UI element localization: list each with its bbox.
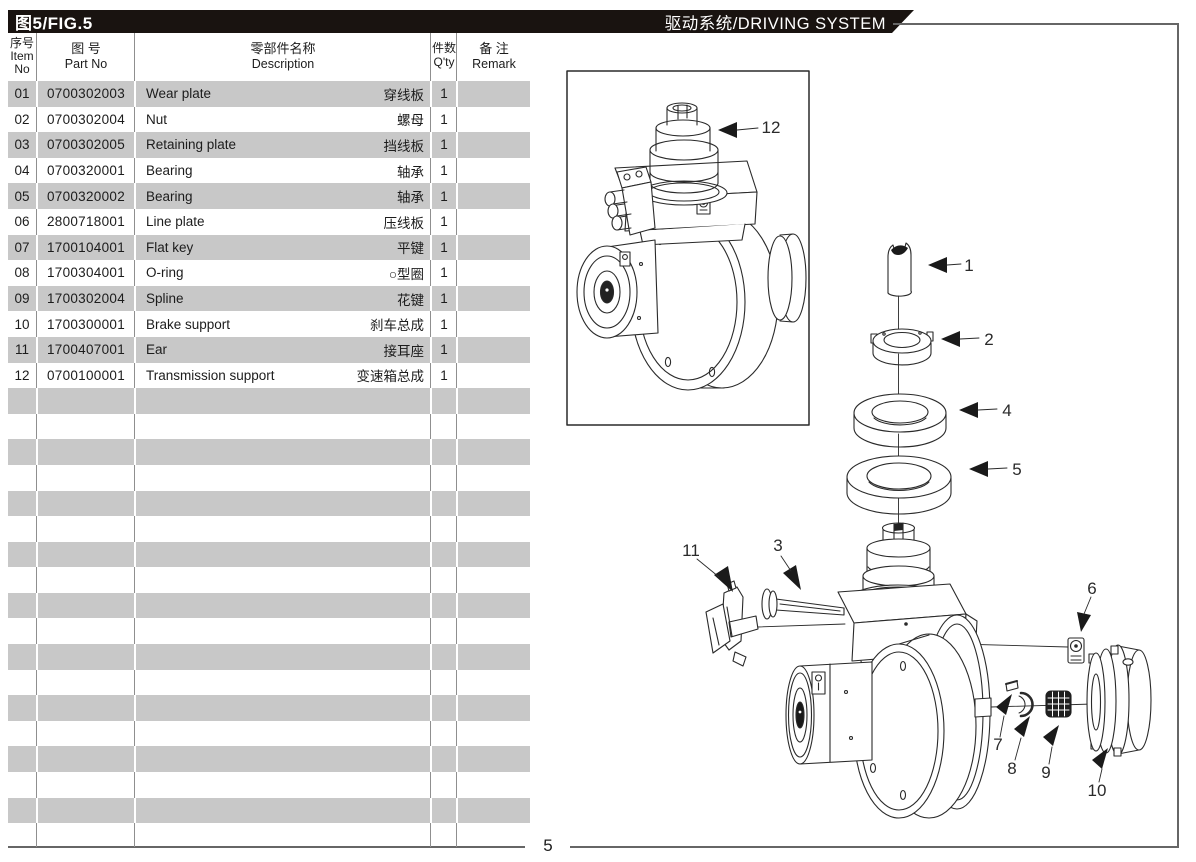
callout-label: 2 [984, 330, 993, 349]
callout-label: 8 [1007, 759, 1016, 778]
arrow-9-icon [1043, 725, 1059, 746]
part-1-drawing [887, 242, 912, 297]
callout-label: 12 [762, 118, 781, 137]
header-remark: 备 注 Remark [472, 41, 516, 71]
page-number: 5 [543, 836, 553, 855]
arrow-2-icon [941, 331, 960, 347]
arrow-5-icon [969, 461, 988, 477]
arrow-12-icon [718, 122, 737, 138]
empty-row [8, 490, 530, 517]
callout-label: 5 [1012, 460, 1021, 479]
callout-label: 11 [682, 541, 700, 560]
frame-rule-bottom-right [570, 846, 1179, 848]
empty-row [8, 772, 530, 798]
header-qty: 件数 Q'ty [431, 41, 456, 69]
part-7-drawing [1005, 680, 1019, 692]
part-12-body-drawing [785, 522, 992, 819]
part-9-drawing [1045, 690, 1072, 718]
exploded-view-drawing [705, 242, 1152, 819]
arrow-7-icon [996, 694, 1012, 715]
frame-rule-bottom-left [8, 846, 525, 848]
empty-row [8, 414, 530, 440]
callout-label: 9 [1041, 763, 1050, 782]
empty-row [8, 541, 530, 568]
part-5-drawing [846, 455, 952, 515]
arrow-6-icon [1077, 612, 1091, 632]
empty-row [8, 592, 530, 619]
empty-row [8, 695, 530, 721]
empty-row [8, 644, 530, 670]
title-banner: 图5/FIG.5 驱动系统/DRIVING SYSTEM [8, 10, 914, 33]
frame-rule-top [893, 23, 1179, 25]
arrow-11-icon [714, 566, 733, 592]
figure-title: 图5/FIG.5 [15, 14, 93, 33]
empty-row [8, 746, 530, 773]
empty-row [8, 670, 530, 696]
callout-labels: 1 2 3 4 5 6 7 8 9 10 11 12 [682, 118, 1106, 800]
empty-row [8, 618, 530, 644]
arrow-4-icon [959, 402, 978, 418]
part-11-drawing [705, 580, 759, 667]
part-10-drawing [1086, 644, 1152, 757]
callout-label: 6 [1087, 579, 1096, 598]
empty-row [8, 516, 530, 542]
callouts: 1 2 3 4 5 6 7 8 9 10 11 12 [682, 118, 1108, 800]
inset-box [566, 70, 810, 426]
part-8-drawing [1018, 691, 1034, 718]
empty-row [8, 797, 530, 824]
part-4-drawing [853, 393, 947, 448]
callout-label: 10 [1088, 781, 1107, 800]
callout-label: 3 [773, 536, 782, 555]
part-3-drawing [761, 588, 845, 620]
empty-row [8, 567, 530, 593]
frame-rule-right [1177, 23, 1179, 848]
arrow-8-icon [1014, 716, 1030, 737]
part-6-drawing [1067, 637, 1085, 664]
empty-row [8, 439, 530, 465]
arrow-icons [714, 122, 1108, 769]
empty-row [8, 465, 530, 491]
arrow-3-icon [783, 565, 801, 590]
arrow-10-icon [1092, 748, 1108, 769]
header-part-no: 图 号 Part No [64, 41, 108, 71]
arrow-1-icon [928, 257, 947, 273]
callout-label: 4 [1002, 401, 1011, 420]
callout-label: 7 [993, 735, 1002, 754]
system-title: 驱动系统/DRIVING SYSTEM [664, 14, 886, 33]
header-description: 零部件名称 Description [250, 41, 316, 71]
empty-row [8, 388, 530, 414]
part-2-drawing [870, 328, 934, 366]
header-item-no: 序号 Item No [9, 36, 34, 76]
empty-row [8, 721, 530, 747]
callout-label: 1 [964, 256, 973, 275]
assembled-unit-drawing [576, 102, 807, 391]
